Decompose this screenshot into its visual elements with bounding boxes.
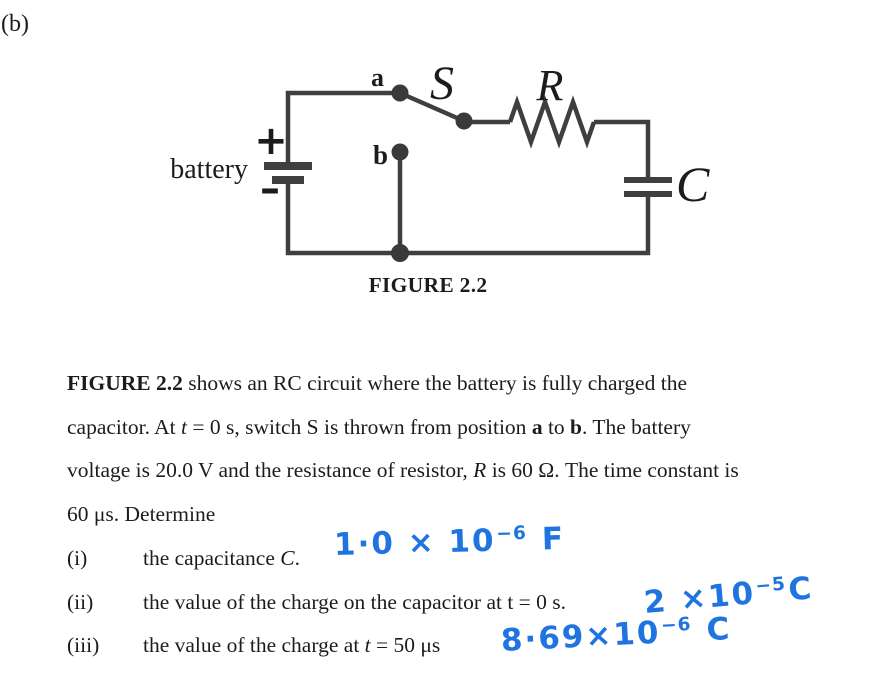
- paragraph-text: 60 μs. Determine: [67, 501, 216, 526]
- battery-label: battery: [170, 154, 248, 185]
- node-a-dot: [391, 84, 409, 102]
- paragraph-text: to: [542, 414, 571, 439]
- paragraph-text: = 0 s, switch S is thrown from position: [187, 414, 532, 439]
- answer-unit: F: [528, 520, 566, 558]
- question-text: the value of the charge on the capacitor…: [143, 590, 567, 614]
- answer-exponent: −6: [496, 523, 528, 545]
- battery-minus-sign: –: [260, 166, 280, 212]
- capacitor-label: C: [676, 156, 710, 212]
- question-i: (i) the capacitance C.: [67, 546, 867, 571]
- figure-caption: FIGURE 2.2: [368, 273, 488, 297]
- circuit-nodes: [391, 84, 473, 262]
- paragraph-text: shows an RC circuit where the battery is…: [182, 371, 687, 395]
- question-text: the capacitance: [143, 546, 281, 570]
- node-a-label: a: [371, 63, 384, 92]
- answer-mantissa: 1·0 × 10: [333, 522, 497, 563]
- var-t: t: [181, 414, 188, 439]
- node-b-dot: [391, 143, 409, 161]
- wire-top: [285, 90, 400, 165]
- wire-bottom: [285, 182, 651, 256]
- question-number: (i): [67, 546, 88, 570]
- figure-ref-bold: FIGURE 2.2: [67, 371, 183, 395]
- part-label: (b): [1, 11, 29, 37]
- battery-plus-sign: +: [254, 118, 288, 164]
- var-t: t: [364, 633, 371, 657]
- resistor-zigzag: [507, 95, 597, 149]
- answer-unit: C: [786, 570, 815, 609]
- answer-unit: C: [692, 610, 733, 649]
- circuit-wires: [264, 90, 672, 256]
- var-R: R: [473, 458, 487, 482]
- switch-arm: [399, 90, 465, 124]
- var-C: C: [280, 546, 295, 570]
- wire-to-capacitor: [594, 119, 651, 179]
- question-iii: (iii) the value of the charge at t = 50 μ…: [67, 633, 867, 658]
- answer-exponent: −5: [754, 573, 787, 598]
- answer-exponent: −6: [660, 614, 693, 637]
- pos-b-bold: b: [570, 414, 583, 439]
- pos-a-bold: a: [531, 414, 543, 439]
- question-text: .: [294, 546, 300, 570]
- paragraph-line: FIGURE 2.2 shows an RC circuit where the…: [67, 362, 867, 406]
- problem-statement: FIGURE 2.2 shows an RC circuit where the…: [67, 362, 867, 536]
- paragraph-text: capacitor. At: [67, 414, 182, 439]
- paragraph-text: is 60 Ω. The time constant is: [486, 458, 739, 482]
- question-number: (ii): [67, 590, 94, 614]
- question-text: the value of the charge at: [143, 633, 365, 657]
- question-ii: (ii) the value of the charge on the capac…: [67, 590, 867, 615]
- paragraph-line: 60 μs. Determine: [67, 493, 867, 537]
- question-text: = 50 μs: [370, 633, 441, 657]
- handwritten-answer-capacitance: 1·0 × 10−6 F: [334, 521, 566, 563]
- paragraph-text: . The battery: [582, 414, 691, 439]
- node-b-label: b: [373, 140, 388, 170]
- paragraph-line: capacitor. At t = 0 s, switch S is throw…: [67, 406, 867, 450]
- bottom-junction-dot: [391, 244, 409, 262]
- paragraph-text: voltage is 20.0 V and the resistance of …: [67, 458, 474, 482]
- switch-label: S: [430, 57, 454, 110]
- rc-circuit-figure: a S R b battery + – C: [170, 57, 710, 262]
- paragraph-line: voltage is 20.0 V and the resistance of …: [67, 449, 867, 493]
- resistor-label: R: [536, 61, 564, 110]
- question-number: (iii): [67, 633, 100, 657]
- switch-node-dot: [455, 112, 473, 130]
